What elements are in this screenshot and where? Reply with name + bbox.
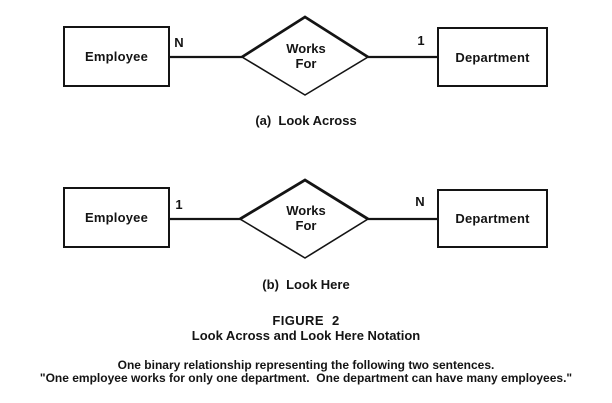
entity-employee: Employee xyxy=(63,187,170,248)
relationship-label: Works For xyxy=(286,203,326,233)
entity-employee: Employee xyxy=(63,26,170,87)
description-line-2: "One employee works for only one departm… xyxy=(39,371,573,385)
entity-department-label: Department xyxy=(455,211,530,226)
relationship-diamond-top-edges xyxy=(239,178,369,221)
entity-employee-label: Employee xyxy=(84,49,148,64)
diagram-a-connectors xyxy=(170,15,437,96)
figure-title: FIGURE 2 xyxy=(272,313,340,328)
diagram-look-here: Employee 1 Works For N Department (b) Lo… xyxy=(0,161,612,301)
cardinality-right: N xyxy=(415,194,425,209)
figure-subtitle: Look Across and Look Here Notation xyxy=(191,328,421,343)
cardinality-left: 1 xyxy=(175,197,183,212)
entity-department: Department xyxy=(437,27,548,87)
description-line-1: One binary relationship representing the… xyxy=(117,358,495,372)
entity-department: Department xyxy=(437,189,548,248)
diagram-b-connectors xyxy=(170,178,437,259)
cardinality-left: N xyxy=(174,35,184,50)
entity-employee-label: Employee xyxy=(84,210,148,225)
diagram-a-caption: (a) Look Across xyxy=(255,113,357,128)
diagram-look-across: Employee N Works For 1 Department (a) Lo… xyxy=(0,0,612,140)
relationship-diamond-top-edges xyxy=(241,15,369,59)
relationship-label: Works For xyxy=(286,41,326,71)
cardinality-right: 1 xyxy=(417,33,425,48)
diagram-b-caption: (b) Look Here xyxy=(262,277,350,292)
entity-department-label: Department xyxy=(455,49,530,65)
